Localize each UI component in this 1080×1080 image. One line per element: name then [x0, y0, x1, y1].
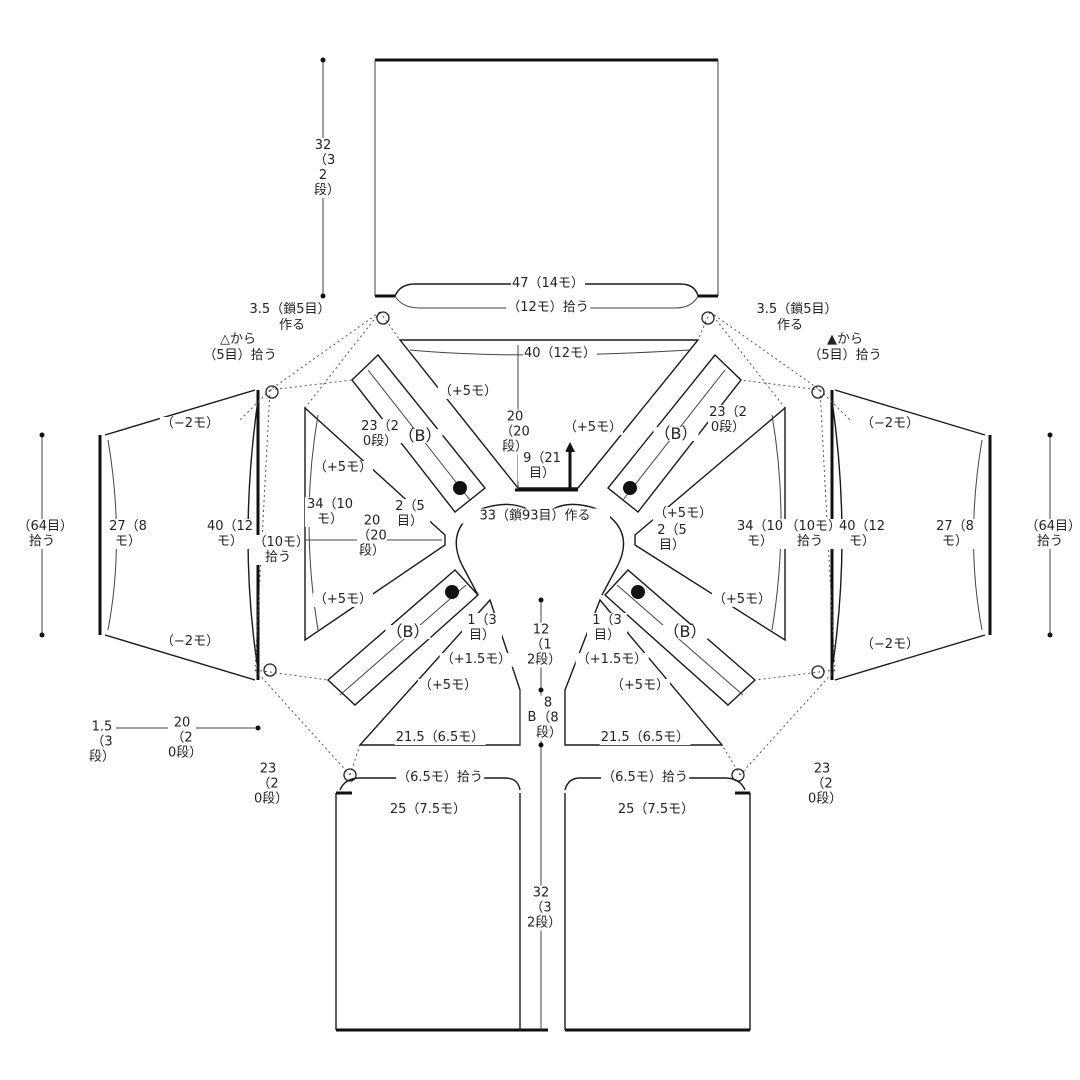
plus5-7: （+5モ） [711, 592, 773, 607]
front-25-right: 25（7.5モ） [616, 802, 696, 817]
neck-20-label: 20（20段） [500, 409, 530, 455]
minus2-left-top: （−2モ） [159, 416, 221, 431]
minus2-right-top: （−2モ） [859, 416, 921, 431]
plus5-8: （+5モ） [609, 678, 671, 693]
front-pick-right: （6.5モ）拾う [601, 770, 689, 785]
ch5-left-label: 3.5（鎖5目） [248, 302, 332, 317]
front-1-left: 1（3目） [462, 613, 502, 643]
sleeve-27-right: 27（8モ） [930, 519, 980, 549]
back-inner-label: 40（12モ） [522, 346, 598, 361]
back-pickup-label: （12モ）拾う [506, 300, 590, 315]
band-23-left: 23（20段） [360, 419, 400, 449]
pick5-right-label: （5目）拾う [807, 348, 883, 363]
plus1-5-right: （+1.5モ） [575, 652, 649, 667]
letter-b-label: B [526, 710, 538, 725]
plus5-6: （+5モ） [652, 506, 714, 521]
back-panel [374, 58, 719, 309]
minus2-right-bottom: （−2モ） [859, 637, 921, 652]
front-8-label: 8（8段） [536, 695, 563, 741]
band-23-right: 23（20段） [708, 405, 748, 435]
tsukuru-left-label: 作る [277, 318, 307, 333]
plus5-3: （+5モ） [312, 592, 374, 607]
neck-start-label: 33（鎖93目）作る [460, 508, 610, 524]
plus1-5-left: （+1.5モ） [439, 652, 513, 667]
piece-b-4: （B） [662, 622, 708, 641]
piece-b-3: （B） [385, 622, 431, 641]
sleeve-right [834, 389, 992, 681]
edge-20-label: 20（20段） [168, 715, 203, 761]
plus5-2: （+5モ） [312, 460, 374, 475]
tri-solid-from-label: ▲から [826, 332, 864, 347]
piece-b-1: （B） [397, 426, 443, 445]
sleeve-pick-left: （64目）拾う [17, 519, 67, 549]
plus5-5: （+5モ） [562, 420, 624, 435]
ch5-right-label: 3.5（鎖5目） [755, 302, 839, 317]
side-10-left: （10モ）拾う [253, 535, 303, 565]
back-width-label: 47（14モ） [510, 276, 586, 291]
minus2-left-bottom: （−2モ） [159, 634, 221, 649]
neck-9-label: 9（21目） [518, 451, 566, 481]
mid-2-right: 2（5目） [652, 523, 692, 553]
front-1-right: 1（3目） [587, 613, 627, 643]
piece-b-2: （B） [653, 424, 699, 443]
tri-open-from-label: △から [219, 332, 257, 347]
side-40-left: 40（12モ） [205, 519, 255, 549]
band-23-bottom-left: 23（20段） [254, 761, 289, 807]
band-bottom-left [326, 569, 479, 706]
side-40-right: 40（12モ） [837, 519, 887, 549]
band-23-bottom-right: 23（20段） [808, 761, 843, 807]
front-pick-left: （6.5モ）拾う [396, 770, 484, 785]
sleeve-27-left: 27（8モ） [103, 519, 153, 549]
tsukuru-right-label: 作る [775, 318, 805, 333]
band-bottom-right [604, 569, 757, 706]
back-height-label: 32（32段） [314, 138, 341, 198]
side-34-right: 34（10モ） [735, 519, 785, 549]
plus5-1: （+5モ） [437, 384, 499, 399]
edge-1-5-label: 1.5（3段） [88, 719, 116, 765]
side-34-left: 34（10モ） [305, 497, 355, 527]
front-32-label: 32（32段） [527, 885, 562, 931]
plus5-4: （+5モ） [417, 678, 479, 693]
mid-2-left: 2（5目） [390, 499, 430, 529]
front-25-left: 25（7.5モ） [388, 802, 468, 817]
pick5-left-label: （5目）拾う [202, 348, 278, 363]
mid-20-label: 20（20段） [357, 513, 387, 559]
front-21-left: 21.5（6.5モ） [394, 730, 486, 745]
front-12-label: 12（12段） [527, 622, 562, 668]
side-10-right: （10モ）拾う [785, 519, 835, 549]
front-21-right: 21.5（6.5モ） [599, 730, 691, 745]
sleeve-pick-right: （64目）拾う [1025, 519, 1075, 549]
